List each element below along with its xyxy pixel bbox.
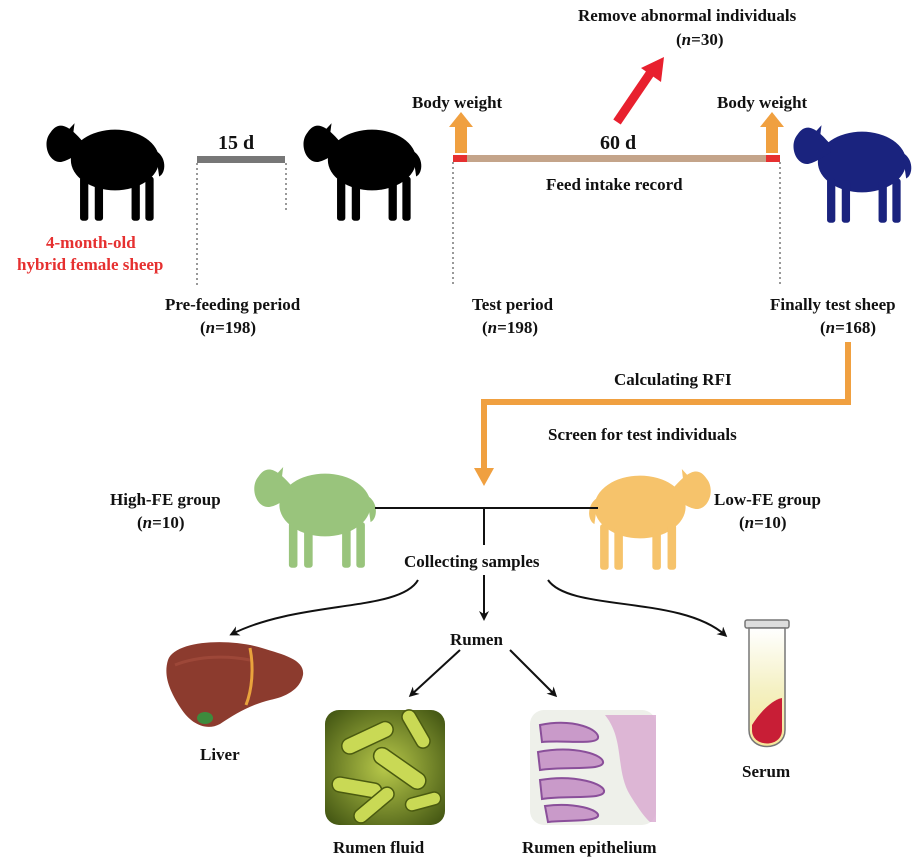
low-fe-group-count: (n=10) xyxy=(739,513,787,533)
liver-label: Liver xyxy=(200,745,240,765)
start-sheep-line2: hybrid female sheep xyxy=(17,255,163,275)
pre-feeding-count: (n=198) xyxy=(200,318,256,338)
feed-intake-label: Feed intake record xyxy=(546,175,683,195)
serum-tube-icon xyxy=(745,620,789,747)
low-fe-group-label: Low-FE group xyxy=(714,490,821,510)
arrow-to-serum xyxy=(548,580,725,635)
remove-abnormal-count: (n=30) xyxy=(676,30,724,50)
rfi-selection-arrow xyxy=(484,342,848,470)
arrow-to-rumen-fluid xyxy=(411,650,460,695)
rumen-label: Rumen xyxy=(450,630,503,650)
collecting-samples-label: Collecting samples xyxy=(404,552,540,572)
screen-individuals-label: Screen for test individuals xyxy=(548,425,737,445)
high-fe-group-count: (n=10) xyxy=(137,513,185,533)
rumen-epithelium-image xyxy=(530,710,656,825)
test-period-label: Test period xyxy=(472,295,553,315)
arrow-to-rumen-epithelium xyxy=(510,650,555,695)
test-period-bar xyxy=(453,155,780,162)
pre-feeding-label: Pre-feeding period xyxy=(165,295,300,315)
remove-abnormal-title: Remove abnormal individuals xyxy=(578,6,796,26)
body-weight-label-right: Body weight xyxy=(717,93,807,113)
test-period-count: (n=198) xyxy=(482,318,538,338)
sheep-low-fe-icon xyxy=(589,469,711,570)
sheep-start-icon xyxy=(46,123,164,221)
remove-arrow xyxy=(617,57,664,122)
arrow-to-liver xyxy=(232,580,418,634)
sheep-final-icon xyxy=(793,125,911,223)
body-weight-arrow-left xyxy=(449,112,473,153)
rumen-fluid-image xyxy=(325,707,445,825)
pre-feeding-bar xyxy=(197,156,285,163)
start-sheep-line1: 4-month-old xyxy=(46,233,136,253)
test-duration: 60 d xyxy=(600,133,636,153)
sheep-pre-feeding-icon xyxy=(303,123,421,221)
body-weight-label-left: Body weight xyxy=(412,93,502,113)
body-weight-arrow-right xyxy=(760,112,784,153)
pre-feeding-duration: 15 d xyxy=(218,133,254,153)
rumen-epithelium-label: Rumen epithelium xyxy=(522,838,657,858)
high-fe-group-label: High-FE group xyxy=(110,490,221,510)
liver-icon xyxy=(166,642,303,727)
final-sheep-label: Finally test sheep xyxy=(770,295,896,315)
calculating-rfi-label: Calculating RFI xyxy=(614,370,732,390)
sheep-high-fe-icon xyxy=(254,467,376,568)
rumen-fluid-label: Rumen fluid xyxy=(333,838,424,858)
serum-label: Serum xyxy=(742,762,790,782)
final-sheep-count: (n=168) xyxy=(820,318,876,338)
